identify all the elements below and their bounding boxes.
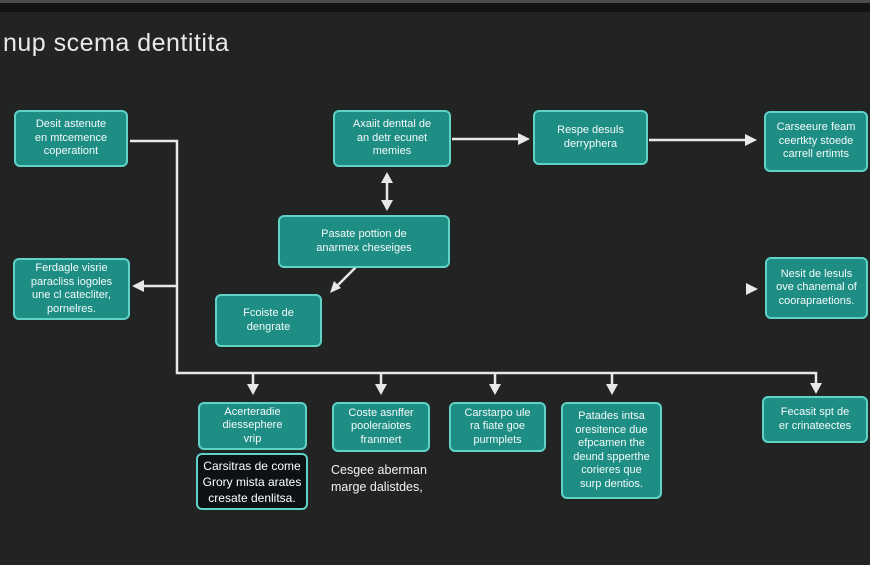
flow-box-label: Respe desuls derryphera	[557, 124, 624, 150]
flow-box-label: Pasate pottion de anarmex cheseiges	[316, 228, 412, 254]
flow-box-label: Fecasit spt de er crinateectes	[778, 406, 852, 432]
flow-box-label: Carseeure feam ceertkty stoede carrell e…	[776, 121, 856, 161]
arrow-down-into-carstarpo	[489, 384, 501, 395]
flow-box-label: Carstarpo ule ra fiate goe purmplets	[464, 406, 531, 446]
flow-box-nesit-lesuls: Nesit de lesuls ove chanemal of coorapra…	[765, 257, 868, 319]
arrow-left-into-ferdagle	[132, 280, 144, 292]
arrow-right-into-respe	[518, 133, 530, 145]
bottom-white-strip	[0, 565, 870, 570]
flow-box-label: Acerteradie diessephere vrip	[222, 405, 283, 445]
flow-box-label: Coste asnffer pooleraiotes franmert	[348, 406, 414, 446]
connector-main-bus	[130, 139, 818, 385]
flow-box-label: Nesit de lesuls ove chanemal of coorapra…	[776, 267, 857, 307]
flow-box-label: Axaiit denttal de an detr ecunet memies	[352, 118, 432, 158]
flow-box-label: Desit astenute en mtcemence coperationt	[34, 118, 108, 158]
arrow-right-into-carseeure	[745, 134, 757, 146]
flow-box-label: Ferdagle visrie paracliss iogoles une cl…	[30, 262, 113, 315]
arrow-up-into-axaiit	[381, 172, 393, 183]
flow-box-ferdagle-visrie: Ferdagle visrie paracliss iogoles une cl…	[13, 258, 130, 320]
flow-box-carsitras-dark: Carsitras de come Grory mista arates cre…	[196, 453, 308, 510]
arrow-down-into-patades	[606, 384, 618, 395]
top-strip-light	[0, 0, 870, 3]
flow-box-pasate-pottion: Pasate pottion de anarmex cheseiges	[278, 215, 450, 268]
top-strip-dark	[0, 3, 870, 12]
flow-box-carseeure-feam: Carseeure feam ceertkty stoede carrell e…	[764, 111, 868, 172]
flow-box-carstarpo: Carstarpo ule ra fiate goe purmplets	[449, 402, 546, 452]
flow-box-label: Fcoiste de dengrate	[243, 307, 294, 333]
arrow-down-into-fecasit	[810, 383, 822, 394]
arrow-down-into-coste	[375, 384, 387, 395]
flow-box-desit-astenute: Desit astenute en mtcemence coperationt	[14, 110, 128, 167]
flow-box-label: Carsitras de come Grory mista arates cre…	[202, 458, 302, 505]
arrow-right-into-nesit	[746, 283, 758, 295]
arrow-down-into-pasate	[381, 200, 393, 211]
flow-box-respe-desuls: Respe desuls derryphera	[533, 110, 648, 165]
flow-box-fecasit: Fecasit spt de er crinateectes	[762, 396, 868, 443]
arrow-diagonal-into-fcoiste	[330, 281, 341, 293]
arrow-down-into-acerteradie	[247, 384, 259, 395]
connector-pasate-fcoiste	[337, 266, 357, 286]
flow-box-axaiit-denttal: Axaiit denttal de an detr ecunet memies	[333, 110, 451, 167]
flow-box-acerteradie: Acerteradie diessephere vrip	[198, 402, 307, 450]
diagram-title: nup scema dentitita	[3, 29, 230, 57]
flow-box-label: Patades intsa oresitence due efpcamen th…	[573, 410, 650, 490]
floating-text-cesgee: Cesgee aberman marge dalistdes,	[331, 463, 427, 494]
flow-box-patades: Patades intsa oresitence due efpcamen th…	[561, 402, 662, 499]
flow-box-fcoiste-dengrate: Fcoiste de dengrate	[215, 294, 322, 347]
flow-box-coste-asnffer: Coste asnffer pooleraiotes franmert	[332, 402, 430, 452]
